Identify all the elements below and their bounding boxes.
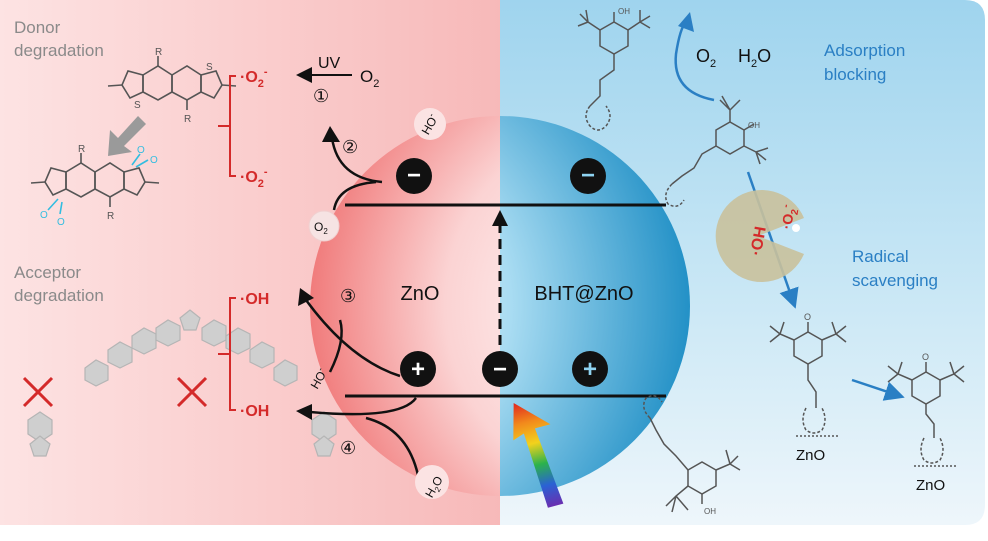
step-1-label: ①: [313, 86, 329, 107]
bht-molecule-mid: [665, 95, 769, 207]
degradation-arrow: [108, 116, 146, 156]
step-3-ho-arrow: [328, 319, 343, 373]
hole-right: +: [572, 351, 608, 387]
electron-left: −: [396, 158, 432, 194]
radical-title-line1: Radical: [852, 247, 909, 266]
bht-oh-top: OH: [618, 7, 630, 16]
cleavage-marks: [22, 376, 208, 408]
pacman-eye: [792, 224, 800, 232]
step-3-arrow: [304, 299, 401, 378]
sulfone-o-3: O: [137, 145, 145, 156]
radical-scavenger-shape: [715, 190, 804, 283]
zno-sphere: [310, 116, 690, 496]
adsorption-title-line2: blocking: [824, 65, 886, 84]
donor-r-bottom: R: [184, 114, 191, 125]
hydroxyl-bracket: [218, 297, 236, 411]
step-2-arrow: [330, 137, 383, 184]
pacman-oh-label: ·OH: [748, 225, 770, 257]
zno-substrate-1: ZnO: [796, 447, 825, 464]
quinone-arrow: [851, 378, 905, 401]
electron-center: −: [482, 351, 518, 387]
ho-bubble-top: [414, 108, 446, 140]
o2-bubble-label: O2: [314, 220, 328, 236]
o2-bubble: [308, 210, 340, 242]
acceptor-title-line2: degradation: [14, 286, 104, 305]
oxdonor-r-top: R: [78, 144, 85, 155]
excitation-arrowhead: [492, 210, 508, 226]
acceptor-title-line1: Acceptor: [14, 263, 81, 282]
electron-center-symbol: −: [493, 356, 507, 383]
oxdonor-r-bottom: R: [107, 211, 114, 222]
step-2-arrowhead: [322, 126, 340, 142]
o2-reactant: O2: [360, 67, 379, 90]
step-3-arrowhead: [298, 288, 314, 306]
oxidized-donor-molecule: [30, 153, 160, 207]
sulfone-o-4: O: [150, 155, 158, 166]
hole-right-symbol: +: [583, 356, 597, 383]
zno-substrate-2: ZnO: [916, 477, 945, 494]
pacman-o2-label: ·O2-: [777, 203, 802, 231]
zno-label: ZnO: [401, 283, 440, 305]
hole-left-symbol: +: [411, 356, 425, 383]
electron-left-symbol: −: [407, 162, 421, 189]
hydroxyl-label-1: ·OH: [240, 291, 269, 308]
step-2-o2-arrow: [332, 180, 377, 211]
acceptor-molecule: [27, 309, 337, 457]
donor-title-line2: degradation: [14, 41, 104, 60]
donor-title-line1: Donor: [14, 18, 61, 37]
bht-oh-mid: OH: [748, 121, 760, 130]
bht-oh-bottom: OH: [704, 507, 716, 516]
adsorption-arrowhead: [678, 12, 694, 32]
phenoxyl-radical-molecule: [769, 321, 847, 437]
hole-left: +: [400, 351, 436, 387]
quinone-o: O: [922, 352, 929, 362]
step-4-arrowhead: [296, 404, 312, 420]
step-4-arrow: [309, 397, 418, 416]
superoxide-label-2: ·O2-: [240, 166, 268, 190]
bht-molecule-bottom: [643, 395, 741, 513]
radical-title-line2: scavenging: [852, 271, 938, 290]
phenoxyl-o: O: [804, 312, 811, 322]
o2-blocked: O2: [696, 46, 716, 70]
adsorption-arrow: [674, 21, 715, 102]
light-arrow: [513, 403, 564, 508]
step-4-label: ④: [340, 438, 356, 459]
step-2-label: ②: [342, 137, 358, 158]
quinone-methide-molecule: [887, 361, 965, 467]
uv-label: UV: [318, 55, 341, 72]
sulfone-o-1: O: [40, 210, 48, 221]
electron-right-symbol: −: [581, 162, 595, 189]
h2o-bubble: [415, 465, 449, 499]
bht-molecule-top: [577, 9, 651, 131]
superoxide-bracket: [218, 75, 236, 177]
electron-right: −: [570, 158, 606, 194]
hydroxyl-label-2: ·OH: [240, 403, 269, 420]
donor-s-right: S: [206, 62, 213, 73]
donor-s-left: S: [134, 100, 141, 111]
sulfone-oxygens: [47, 153, 149, 215]
superoxide-label-1: ·O2-: [240, 66, 268, 90]
donor-molecule: [107, 56, 237, 110]
bht-zno-label: BHT@ZnO: [534, 283, 633, 305]
sulfone-o-2: O: [57, 217, 65, 228]
h2o-blocked: H2O: [738, 46, 771, 70]
step-3-label: ③: [340, 286, 356, 307]
adsorption-title-line1: Adsorption: [824, 41, 905, 60]
donor-r-top: R: [155, 47, 162, 58]
